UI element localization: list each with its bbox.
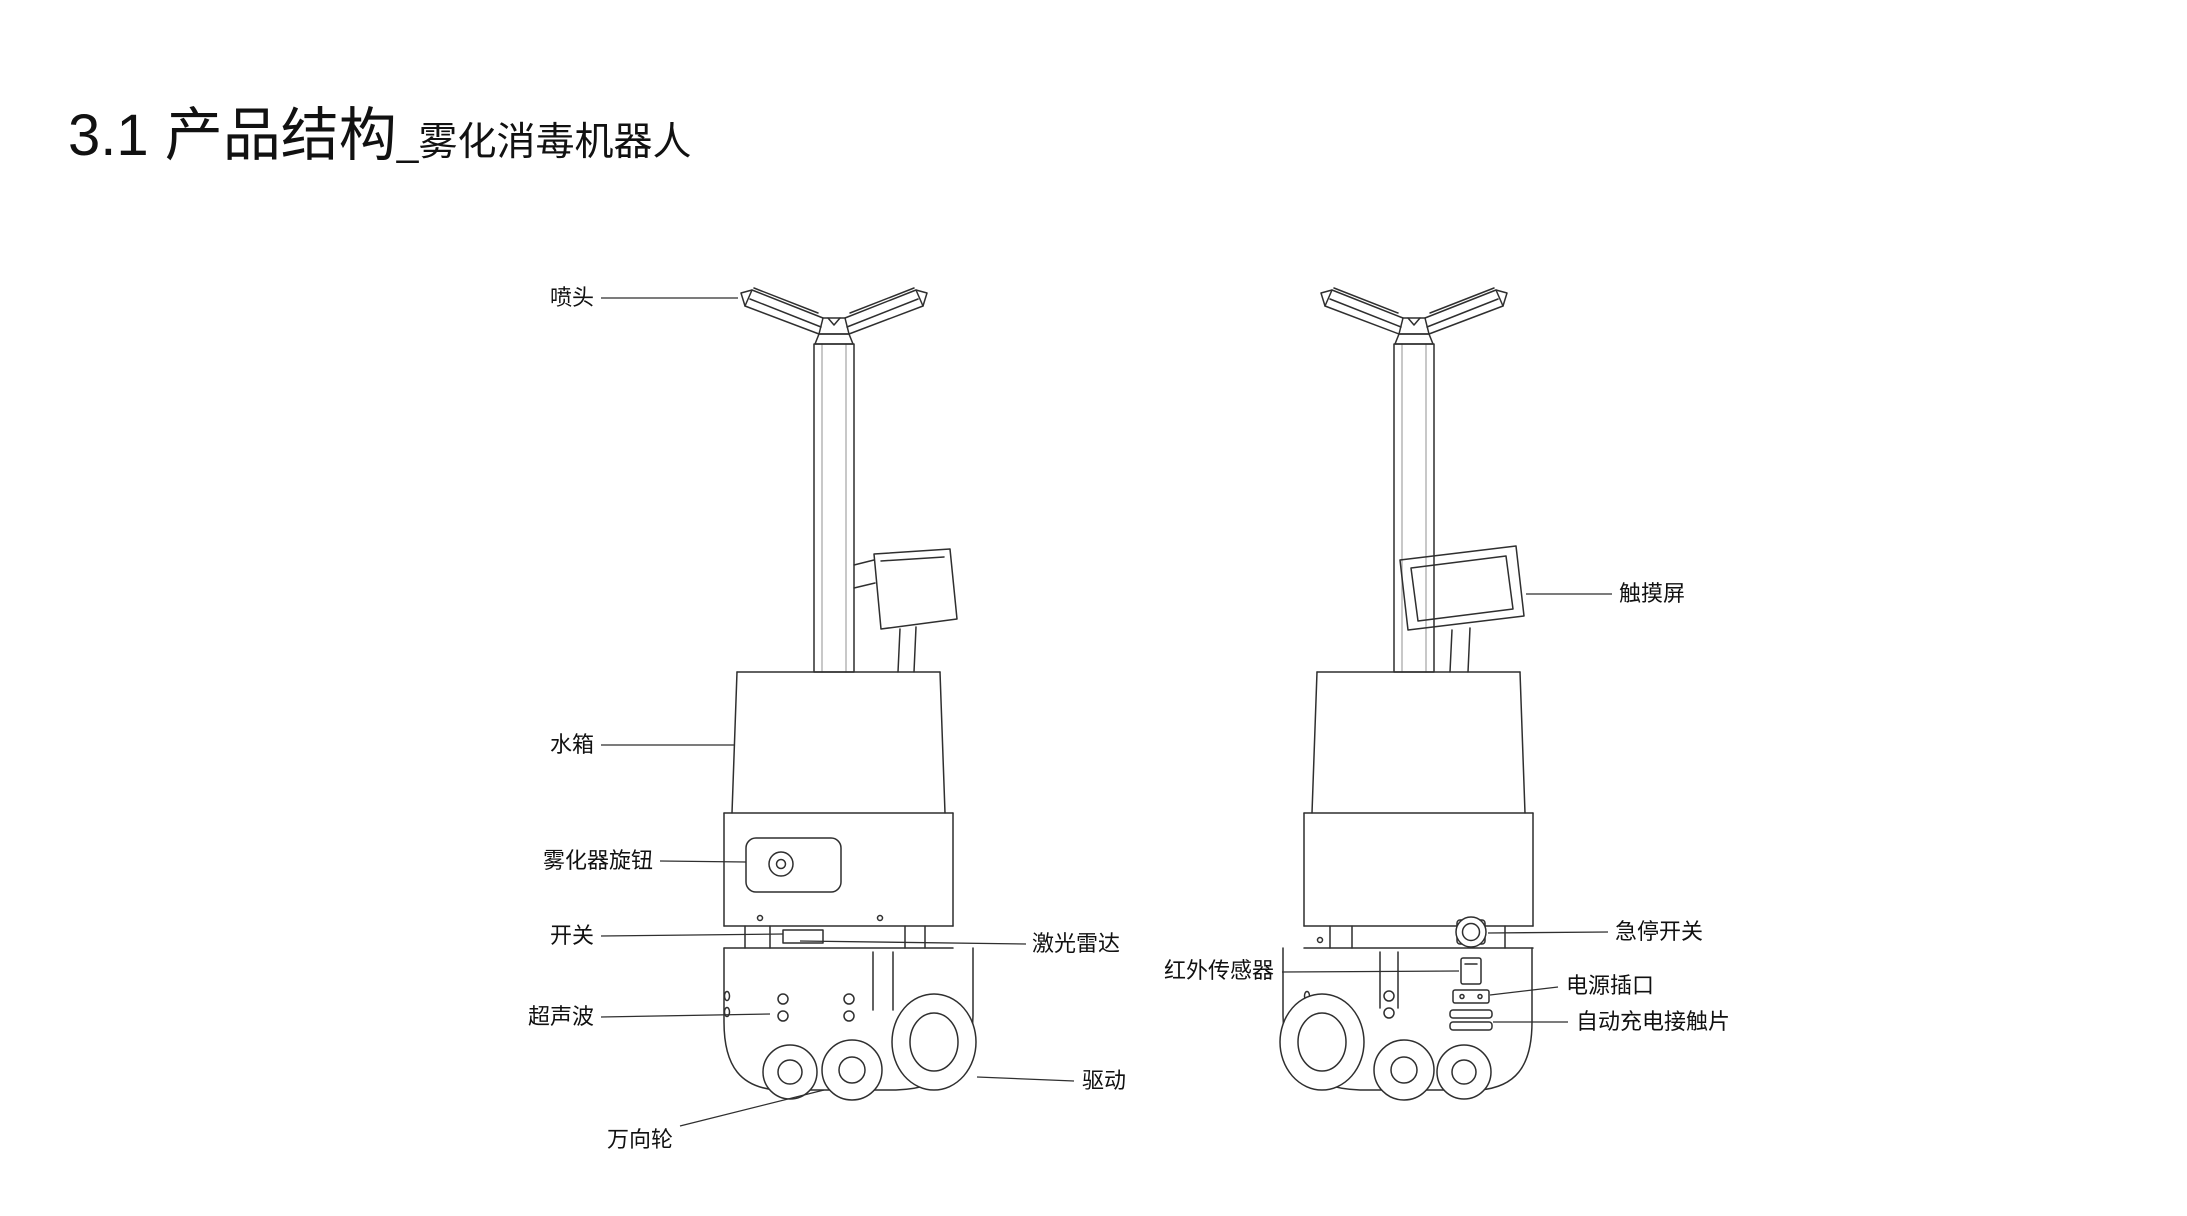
label-touch-screen: 触摸屏: [1619, 581, 1686, 606]
pole-drawing: [813, 343, 855, 673]
water-tank-rear-drawing: [1303, 671, 1534, 814]
label-charging-contacts: 自动充电接触片: [1576, 1009, 1731, 1034]
power-socket-drawing: [1452, 989, 1490, 1004]
leader-lines: [600, 297, 1612, 1127]
spray-head-rear-drawing: [1320, 287, 1508, 345]
body-rear-drawing: [1303, 812, 1534, 927]
charging-contact-drawing: [1449, 1009, 1493, 1019]
leader-atomizer-knob: [659, 860, 747, 863]
emergency-stop-drawing: [1455, 916, 1487, 948]
ultrasonic-sensor-drawing: [777, 993, 789, 1005]
seam-band-rear-drawing: [1303, 925, 1534, 949]
atomizer-knob-drawing: [768, 851, 794, 877]
leader-switch: [600, 933, 784, 937]
robot-front-view: [723, 287, 977, 1101]
label-switch: 开关: [549, 923, 594, 948]
label-power-socket: 电源插口: [1566, 973, 1655, 998]
label-drive: 驱动: [1082, 1068, 1127, 1093]
wheels-drawing: [762, 993, 977, 1101]
leader-emergency-stop: [1487, 931, 1609, 934]
spray-head-drawing: [740, 287, 928, 345]
pole-rear-drawing: [1393, 343, 1435, 673]
label-water-tank: 水箱: [549, 732, 594, 757]
touch-screen-drawing: [1399, 545, 1525, 673]
leader-drive: [976, 1076, 1075, 1082]
title-main: 3.1 产品结构: [68, 103, 397, 168]
lidar-band-drawing: [723, 914, 954, 949]
leader-caster-wheel: [679, 1089, 825, 1127]
leader-lidar: [799, 940, 1027, 945]
title-sub: _雾化消毒机器人: [396, 121, 692, 164]
robot-rear-view: [1279, 287, 1534, 1101]
screen-bracket-drawing: [853, 548, 958, 673]
leader-infrared-sensor: [1281, 970, 1460, 973]
label-caster-wheel: 万向轮: [606, 1127, 674, 1152]
wheels-rear-drawing: [1279, 993, 1492, 1101]
label-spray-head: 喷头: [549, 285, 594, 310]
label-ultrasonic: 超声波: [527, 1004, 594, 1029]
water-tank-drawing: [723, 671, 954, 814]
page-title: 3.1 产品结构_雾化消毒机器人: [68, 88, 691, 172]
label-emergency-stop: 急停开关: [1615, 919, 1704, 944]
label-atomizer-knob: 雾化器旋钮: [542, 848, 653, 873]
leader-power-socket: [1489, 986, 1559, 996]
leader-ultrasonic: [600, 1013, 771, 1018]
label-infrared-sensor: 红外传感器: [1163, 958, 1274, 983]
label-lidar: 激光雷达: [1032, 931, 1121, 956]
body-drawing: [723, 812, 954, 927]
rear-panel-drawing: [1449, 957, 1493, 1031]
infrared-sensor-drawing: [1460, 957, 1482, 985]
knob-panel-drawing: [745, 837, 842, 893]
